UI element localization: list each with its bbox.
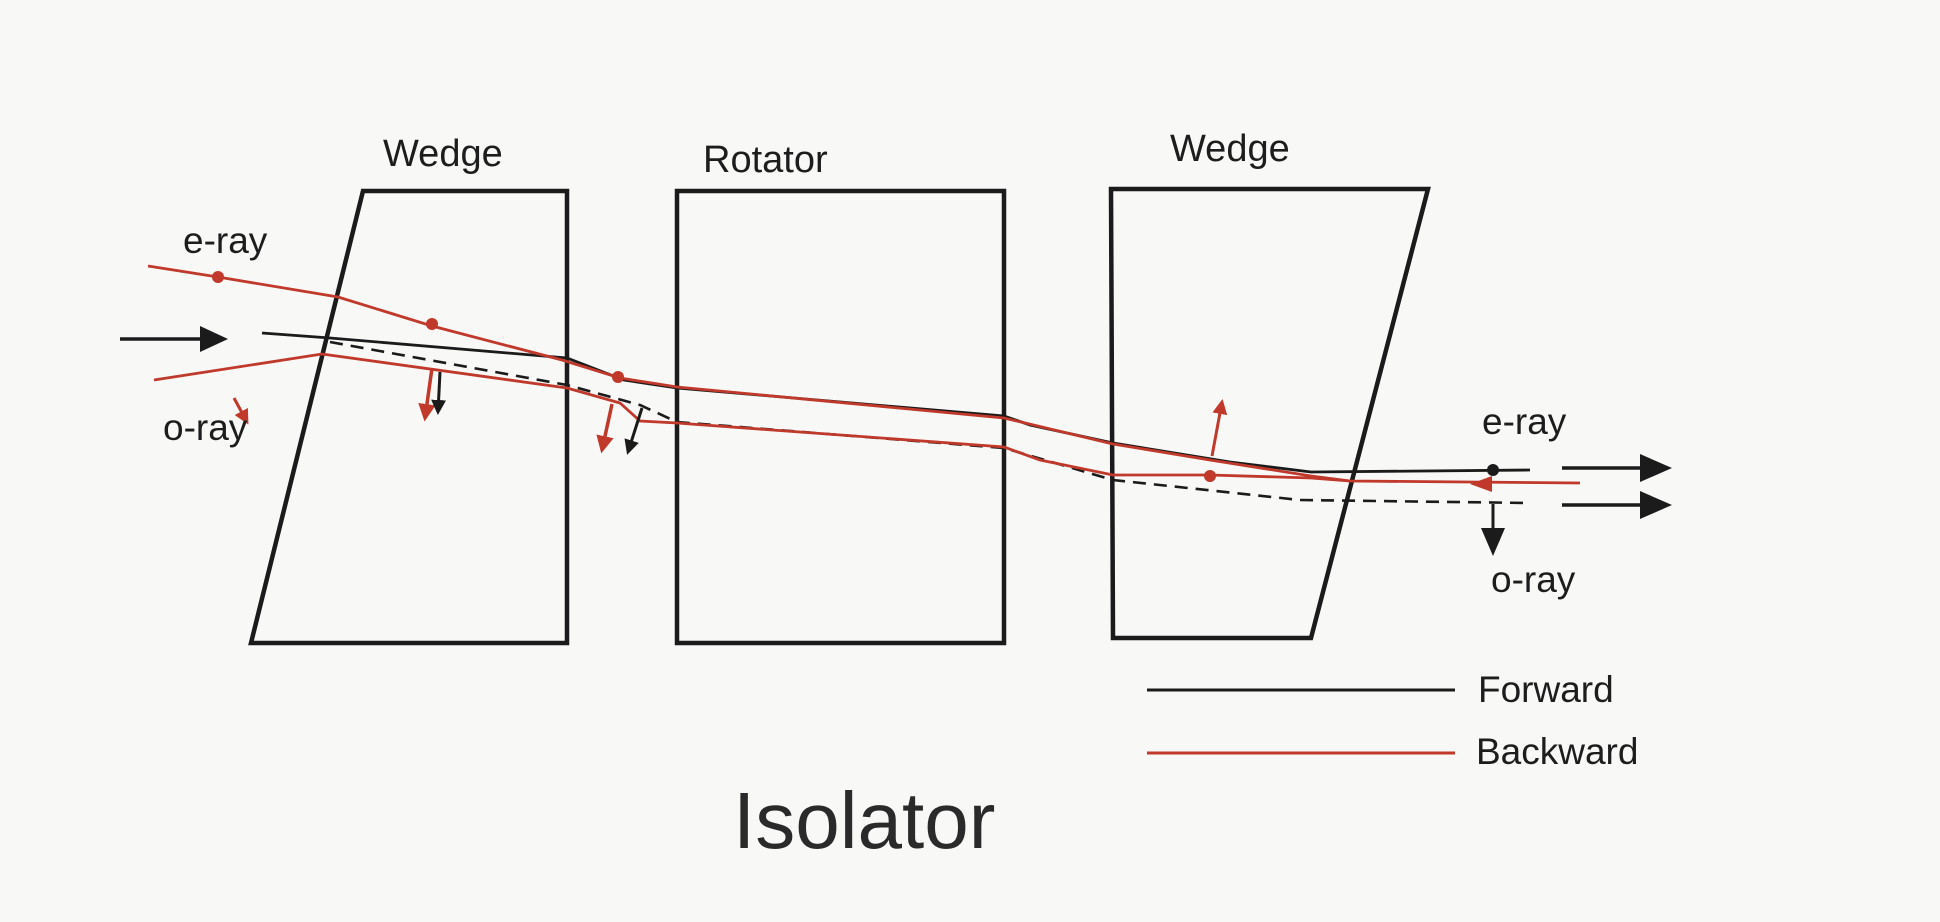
wedge-left-label: Wedge: [383, 133, 503, 175]
wedge-left-shape: [248, 188, 570, 646]
o-ray-polarization-arrow: [232, 397, 249, 425]
e-ray-output-arrowhead: [1640, 454, 1672, 482]
backward-ray-dot: [212, 271, 224, 283]
backward-polarization-arrow: [418, 367, 436, 422]
forward-ray-dot: [1487, 464, 1499, 476]
o-ray-output-arrowhead: [1640, 491, 1672, 519]
backward-ray-dot: [612, 371, 624, 383]
backward-e-ray-path: [147, 264, 1581, 485]
backward-ray-dot: [1204, 470, 1216, 482]
forward-polarization-arrow: [624, 407, 644, 455]
legend-backward-label: Backward: [1476, 731, 1638, 772]
rotator-label: Rotator: [703, 139, 828, 181]
forward-e-ray-path: [261, 331, 1531, 474]
e-ray-in-label: e-ray: [183, 220, 268, 261]
rotator-shape: [674, 188, 1007, 646]
backward-polarization-arrow: [596, 403, 614, 454]
wedge-right-label: Wedge: [1170, 128, 1290, 170]
legend-forward-label: Forward: [1478, 669, 1614, 710]
backward-input-arrowhead: [1470, 476, 1492, 492]
backward-polarization-arrow: [1210, 399, 1228, 457]
o-ray-out-label: o-ray: [1491, 559, 1576, 600]
o-ray-output-down-arrowhead: [1481, 528, 1505, 556]
o-ray-in-label: o-ray: [163, 407, 248, 448]
input-arrowhead: [200, 326, 228, 352]
forward-o-ray-path: [329, 340, 1531, 505]
wedge-right-shape: [1108, 186, 1431, 641]
backward-o-ray-path: [153, 352, 1351, 483]
diagram-title: Isolator: [733, 776, 995, 865]
backward-ray-dot: [426, 318, 438, 330]
e-ray-out-label: e-ray: [1482, 401, 1567, 442]
forward-polarization-arrow: [431, 371, 447, 415]
